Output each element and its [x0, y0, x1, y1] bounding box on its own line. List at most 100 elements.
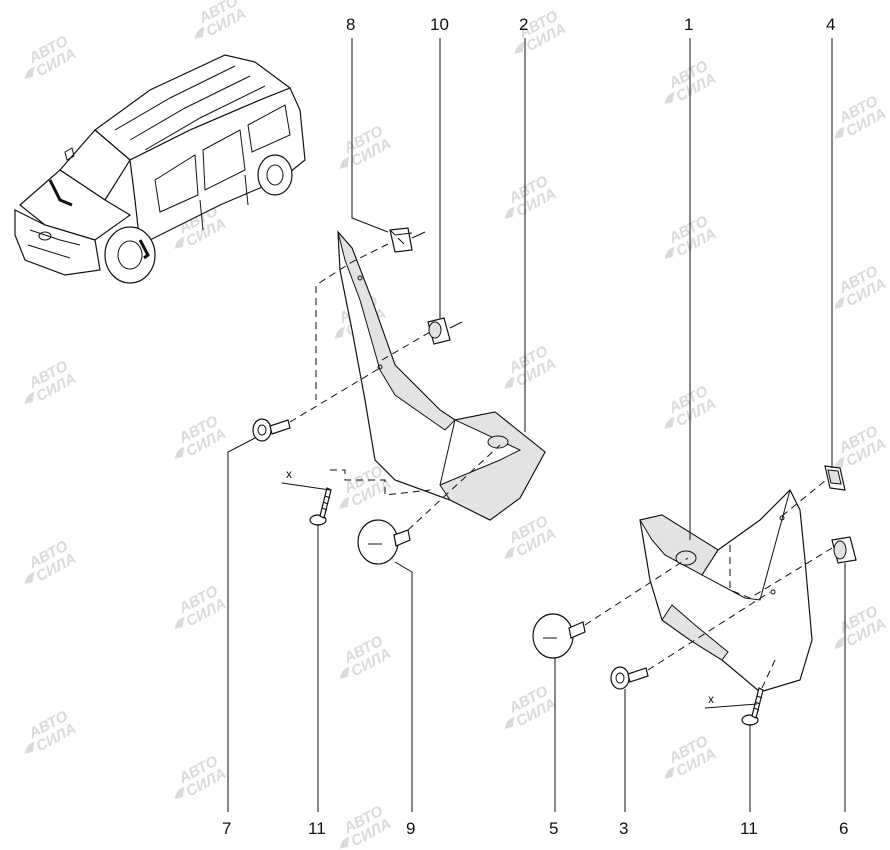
- watermark-car-icon: [504, 716, 515, 729]
- watermark-car-icon: [24, 571, 35, 584]
- part-11-screw-right: [741, 687, 764, 726]
- part-5-cap: [532, 613, 586, 659]
- watermark-car-icon: [339, 836, 350, 849]
- watermark-car-icon: [514, 41, 525, 54]
- watermark-car-icon: [174, 616, 185, 629]
- mud-flap-left: [337, 230, 546, 521]
- grommet-6-face: [833, 540, 847, 560]
- leader-8: [351, 38, 389, 233]
- cap-5-disc: [532, 613, 574, 659]
- part-9-cap: [357, 519, 411, 565]
- watermark-car-icon: [834, 456, 845, 469]
- mud-flap-right-fold: [701, 489, 791, 601]
- callout-9: 9: [406, 819, 415, 838]
- part-10-grommet: [427, 317, 463, 345]
- callout-8: 8: [346, 15, 355, 34]
- mud-flap-right-hole-lower: [770, 589, 776, 595]
- dash-cap9-to-flap: [407, 444, 501, 531]
- watermark-car-icon: [24, 391, 35, 404]
- watermark-car-icon: [834, 636, 845, 649]
- mud-flap-left-fold: [439, 419, 456, 486]
- watermark-car-icon: [24, 66, 35, 79]
- watermark-car-icon: [504, 546, 515, 559]
- assembly-lines: [289, 243, 833, 689]
- front-door-window: [154, 154, 199, 213]
- screw-11-left-thread: [321, 495, 331, 511]
- watermark-car-icon: [174, 786, 185, 799]
- front-badge: [38, 231, 52, 241]
- watermark-car-icon: [174, 446, 185, 459]
- watermark-car-icon: [339, 496, 350, 509]
- cap-9-disc: [357, 519, 399, 565]
- screw-3-recess: [615, 672, 625, 684]
- screw-7-head: [252, 418, 272, 442]
- rear-wheel-hub: [266, 164, 284, 186]
- mud-flap-left-lower-lip: [439, 411, 546, 521]
- watermark-car-icon: [24, 741, 35, 754]
- part-3-screw: [610, 666, 649, 690]
- axis-x-right-label: x: [708, 692, 714, 706]
- watermark-car-icon: [334, 326, 345, 339]
- dash-cap5-to-flap: [584, 557, 689, 626]
- part-11-screw-left: [309, 487, 332, 526]
- dash-flap-to-clip4: [781, 479, 827, 517]
- front-wheel-hub: [117, 240, 143, 270]
- grommet-10-face: [428, 321, 442, 339]
- part-6-grommet: [831, 536, 857, 564]
- axis-x-left-line: [281, 482, 331, 491]
- dash-screw7-to-flap: [289, 367, 381, 423]
- watermark-car-icon: [504, 376, 515, 389]
- axis-x-marks: x x: [281, 467, 758, 709]
- callout-6: 6: [839, 819, 848, 838]
- screw-3-head: [610, 666, 630, 690]
- callout-2: 2: [519, 15, 528, 34]
- cap-9-pin: [393, 529, 411, 547]
- clip-detail: [389, 229, 413, 245]
- grommet-10-axis: [449, 321, 463, 329]
- dash-clip8-to-flap: [315, 243, 389, 400]
- callout-11-left: 11: [308, 819, 326, 838]
- part-8-clip: [389, 227, 426, 253]
- clip-4-face: [827, 469, 842, 485]
- watermark-car-icon: [194, 26, 205, 39]
- mud-flap-left-hole: [487, 435, 509, 449]
- screw-7-shank: [269, 419, 291, 435]
- rear-wheel: [257, 154, 293, 196]
- screw-7-recess: [257, 424, 267, 436]
- roof-rails: [114, 65, 266, 151]
- callout-7: 7: [222, 819, 231, 838]
- callout-4: 4: [826, 15, 835, 34]
- mud-flap-left-hole-lower: [377, 364, 383, 370]
- dash-flap-to-grommet6: [729, 545, 833, 599]
- callout-11-right: 11: [740, 819, 758, 838]
- leader-7: [227, 437, 256, 812]
- watermark-car-icon: [834, 296, 845, 309]
- rear-quarter-window: [247, 104, 291, 153]
- hood-highlight: [48, 179, 73, 207]
- axis-x-left-label: x: [286, 467, 292, 481]
- dash-screw11-right: [761, 659, 776, 689]
- callout-5: 5: [549, 819, 558, 838]
- part-7-screw: [252, 418, 291, 442]
- axis-x-right-line: [704, 703, 758, 709]
- mud-flap-right: [639, 488, 813, 693]
- leader-9: [394, 561, 413, 812]
